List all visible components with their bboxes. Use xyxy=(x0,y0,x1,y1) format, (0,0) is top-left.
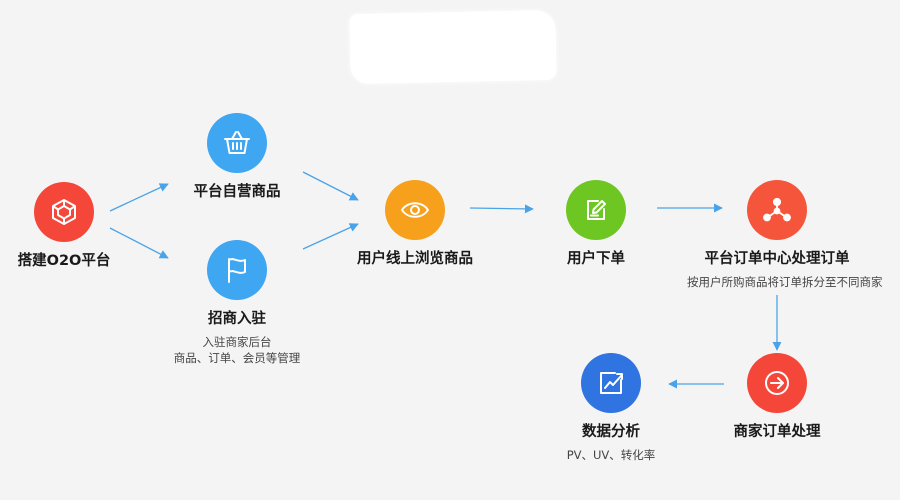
arrow-build-to-merchant xyxy=(109,227,169,259)
node-build-platform: 搭建O2O平台 xyxy=(0,182,154,270)
arrow-build-to-self xyxy=(109,183,169,212)
node-analytics: 数据分析 PV、UV、转化率 xyxy=(521,353,701,463)
order-center-label: 平台订单中心处理订单 xyxy=(704,251,850,267)
arrow-merchant-to-browse xyxy=(302,223,359,250)
arrow-right-circle-icon xyxy=(747,353,807,413)
order-center-subtext: 按用户所购商品将订单拆分至不同商家 xyxy=(687,275,883,289)
browse-label: 用户线上浏览商品 xyxy=(357,251,473,267)
basket-icon xyxy=(207,113,267,173)
merchant-process-label: 商家订单处理 xyxy=(733,424,821,440)
flag-icon xyxy=(207,240,267,300)
node-merchant-join: 招商入驻 入驻商家后台 商品、订单、会员等管理 xyxy=(147,240,327,366)
node-merchant-process: 商家订单处理 xyxy=(687,353,867,441)
analytics-label: 数据分析 xyxy=(582,424,640,440)
build-platform-label: 搭建O2O平台 xyxy=(17,253,111,269)
merchant-join-subtext-2: 商品、订单、会员等管理 xyxy=(173,351,301,365)
arrow-self-to-browse xyxy=(302,171,359,201)
merchant-join-label: 招商入驻 xyxy=(208,311,266,327)
self-goods-label: 平台自营商品 xyxy=(193,184,281,200)
cube-icon xyxy=(34,182,94,242)
merchant-join-subtext-1: 入驻商家后台 xyxy=(202,335,272,349)
node-place-order: 用户下单 xyxy=(506,180,686,268)
analytics-subtext: PV、UV、转化率 xyxy=(566,448,656,462)
trend-chart-icon xyxy=(581,353,641,413)
share-icon xyxy=(747,180,807,240)
eye-icon xyxy=(385,180,445,240)
node-browse: 用户线上浏览商品 xyxy=(325,180,505,268)
place-order-label: 用户下单 xyxy=(567,251,625,267)
node-order-center: 平台订单中心处理订单 按用户所购商品将订单拆分至不同商家 xyxy=(687,180,883,290)
edit-icon xyxy=(566,180,626,240)
node-self-goods: 平台自营商品 xyxy=(147,113,327,201)
arrow-browse-to-order xyxy=(469,204,534,214)
